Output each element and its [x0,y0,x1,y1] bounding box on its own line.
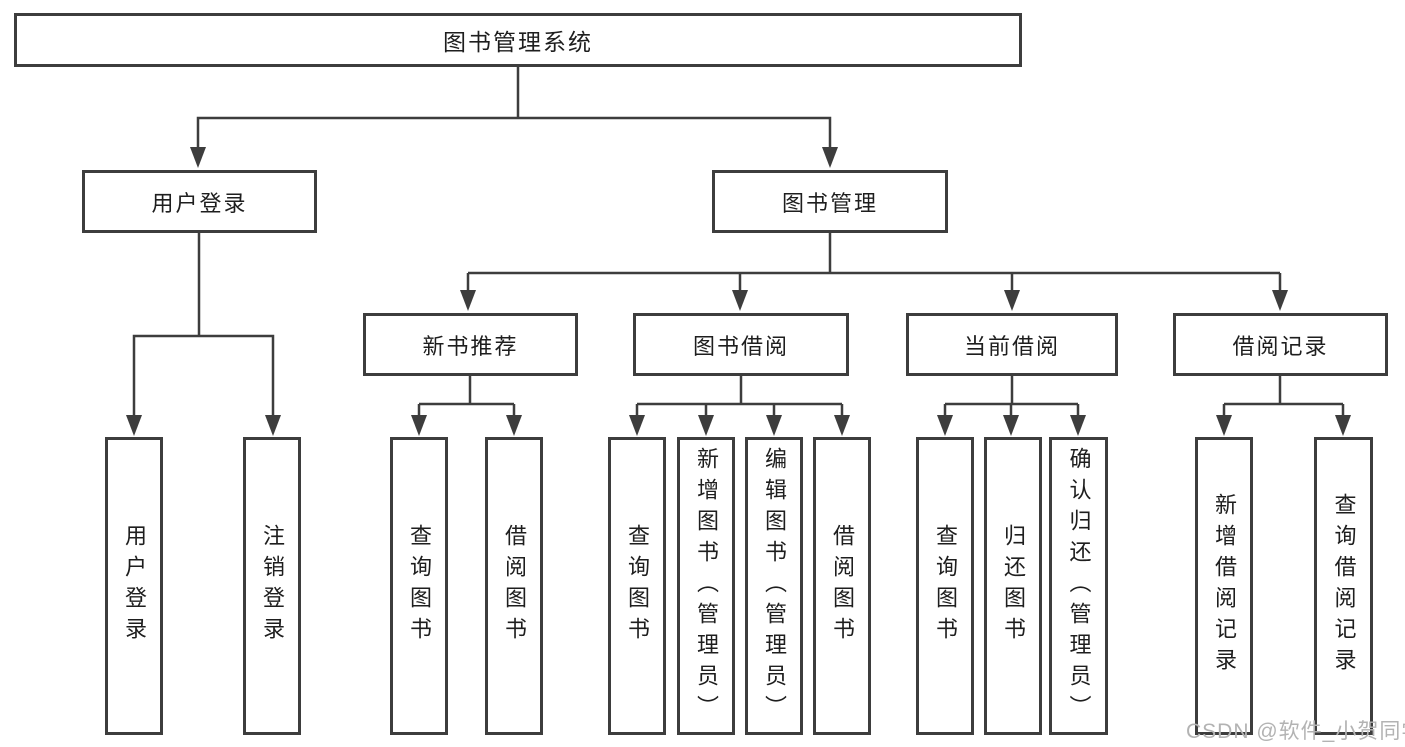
leaf-borrow-book-under-recommend: 借阅图书 [485,437,543,735]
leaf-return-book: 归还图书 [984,437,1042,735]
connector-book-management [466,232,1282,294]
connector-book-borrowing [635,375,844,419]
leaf-query-book-under-recommend: 查询图书 [390,437,448,735]
node-root-system: 图书管理系统 [14,13,1022,67]
leaf-add-borrow-record: 新增借阅记录 [1195,437,1253,735]
node-borrowing-records: 借阅记录 [1173,313,1388,376]
leaf-user-login: 用户登录 [105,437,163,735]
leaf-query-book-under-current: 查询图书 [916,437,974,735]
csdn-watermark: CSDN @软件_小贺同学 [1186,720,1405,743]
node-book-borrowing: 图书借阅 [633,313,849,376]
leaf-edit-book-admin: 编辑图书（管理员） [745,437,803,735]
node-book-management: 图书管理 [712,170,948,233]
connector-new-book-recommend [417,375,516,419]
leaf-borrow-book-under-borrowing: 借阅图书 [813,437,871,735]
connector-user-login [132,232,275,420]
connector-borrowing-records [1222,375,1345,419]
node-new-book-recommend: 新书推荐 [363,313,578,376]
leaf-add-book-admin: 新增图书（管理员） [677,437,735,735]
leaf-query-borrow-record: 查询借阅记录 [1314,437,1373,735]
connector-root [196,66,832,150]
node-user-login: 用户登录 [82,170,317,233]
leaf-confirm-return-admin: 确认归还（管理员） [1049,437,1108,735]
node-current-borrowing: 当前借阅 [906,313,1118,376]
connector-current-borrowing [943,375,1080,419]
leaf-logout-login: 注销登录 [243,437,301,735]
leaf-query-book-under-borrowing: 查询图书 [608,437,666,735]
